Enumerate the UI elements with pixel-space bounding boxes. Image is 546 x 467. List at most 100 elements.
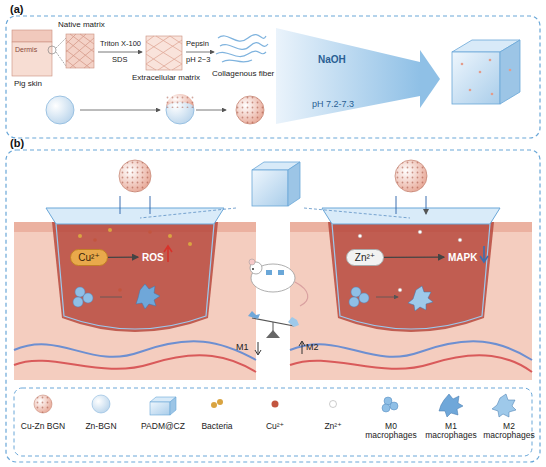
skin-tissue [14,222,532,380]
text-label: pH 2~3 [186,56,210,64]
glass-sphere-part [166,96,194,124]
glass-sphere-part [236,96,264,124]
skin-tissue-part [14,222,256,380]
ion-dots-part [358,234,362,238]
wound-bed [52,222,494,332]
text-label: Extracellular matrix [132,74,200,83]
macrophage-part [359,293,369,303]
mouse-part [252,268,254,270]
balance-part [266,330,280,338]
ion-dots-part [398,288,402,292]
legend-text: PADM@CZ [134,422,192,431]
connector-arrow [384,256,444,258]
wound-bed-part [52,222,218,332]
panel-frame-part [6,150,540,462]
skin-tissue-part [290,222,532,380]
composite-sphere-part [395,160,427,192]
pig-skin-part [56,38,66,48]
extracellular-matrix-part [146,36,182,70]
legend-text: M2 macrophages [480,422,538,441]
process-arrow-part [80,110,160,111]
legend-icon-part [92,395,110,413]
signal-node: ROS [138,248,168,266]
level-arrow-part [480,246,488,262]
balance-part [288,317,299,327]
legend-icon-part [211,402,217,408]
pig-skin-part [56,52,66,66]
extracellular-matrix-part [146,36,182,70]
legend-icon-part [382,404,390,412]
process-arrow-part [186,52,214,53]
hydrogel-dressing-part [332,224,490,329]
hydrogel-cube-part [469,89,472,92]
ion-dots-part [418,230,422,234]
pig-skin-part [12,42,52,76]
extracellular-matrix [146,36,182,70]
legend-text: Zn²⁺ [304,422,362,431]
merge-wedge [276,28,440,124]
ion-dots-part [93,238,97,242]
center-hydrogel [140,162,410,218]
hydrogel-cube-part [509,69,512,72]
glass-sphere-part [166,96,194,108]
glass-sphere-part [236,96,264,124]
merge-wedge-part [420,50,440,108]
ion-dots-part [78,234,82,238]
balance-part [248,311,260,319]
ion-dots-part [188,242,192,246]
text-label: Collagenous fiber [212,70,274,79]
panel-frame [6,16,540,462]
collagen-fiber-part [216,51,266,56]
extracellular-matrix-part [146,36,182,70]
ion-dots-part [458,238,462,242]
level-arrow [164,246,488,262]
legend-icon-part [330,401,337,408]
legend-text: M1 macrophages [422,422,480,441]
legend-icon-part [439,394,463,417]
text-label: Dermis [15,46,37,54]
text-label: (b) [10,137,24,149]
mouse-part [295,282,308,306]
macrophage [73,284,433,311]
hydrogel-cube-part [461,59,512,96]
process-arrow-part [196,110,226,111]
text-label: Triton X-100 [100,40,141,48]
hydrogel-cube-part [491,93,494,96]
center-hydrogel-part [252,170,288,206]
mouse-part [266,270,272,275]
native-matrix-part [66,34,94,68]
macrophage-part [83,293,93,303]
legend-text: M0 macrophages [362,422,420,441]
ion-dots-part [168,234,172,238]
level-arrow-part [164,246,172,262]
legend-text: Cu-Zn BGN [14,422,72,431]
hydrogel-cube-part [452,52,500,104]
hydrogel-dressing-part [322,208,500,224]
skin-tissue-part [290,355,532,372]
connector-arrow [108,257,138,258]
legend-icon-part [272,401,279,408]
collagen-fiber-part [222,60,252,62]
glass-sphere-part [46,96,74,124]
hydrogel-cube [452,40,520,104]
panel-frame-part [6,16,540,138]
macrophage-part [408,286,433,311]
hydrogel-dressing [46,208,500,329]
legend-icon-part [390,402,398,410]
hydrogel-cube-part [461,63,464,66]
glass-sphere-part [166,94,194,108]
text-label: Native matrix [58,21,105,30]
composite-sphere-part [119,160,151,192]
legend-icon-part [217,399,223,405]
process-arrow-part [98,52,142,53]
native-matrix-part [66,34,94,68]
skin-tissue-part [14,355,256,372]
pig-skin-part [12,30,52,42]
node-text: Zn²⁺ [351,252,379,263]
hydrogel-cube-part [479,71,482,74]
macrophage-part [73,297,83,307]
ion-dots-part [118,288,122,292]
native-matrix-part [66,34,94,68]
